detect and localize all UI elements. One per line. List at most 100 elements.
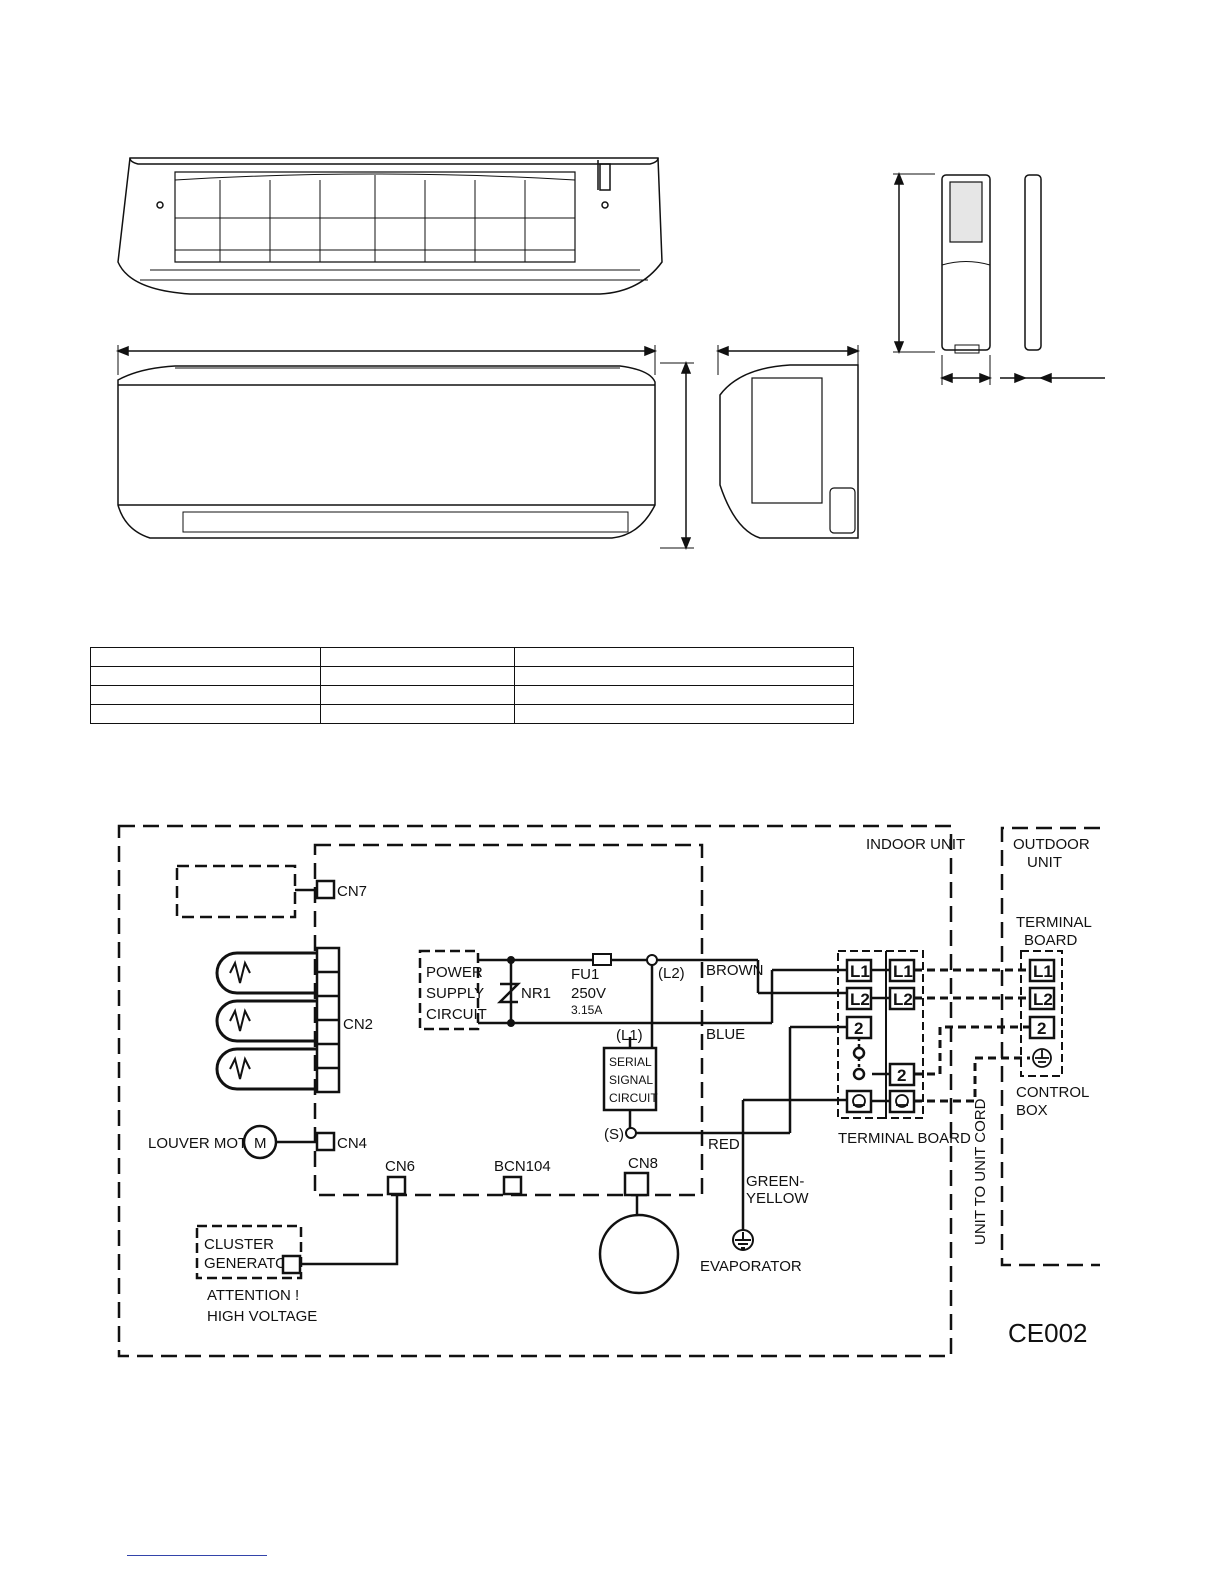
table-cell [514,704,854,724]
serial-label: SIGNAL [609,1073,653,1087]
bcn104-label: BCN104 [494,1158,551,1175]
motor-symbol: M [254,1135,267,1152]
cn2-connector [315,946,341,1094]
indoor-unit-label: INDOOR UNIT [866,836,965,853]
footer-link-underline[interactable] [127,1555,267,1556]
indoor-unit-front-view [115,345,694,551]
cn7-label: CN7 [337,883,367,900]
table-cell [514,666,854,686]
fu1-label: 250V [571,985,606,1002]
term-l1: L1 [850,962,870,981]
cn6-connector [386,1175,407,1196]
table-row [90,685,854,705]
table-cell [320,666,515,686]
term-2: 2 [897,1066,906,1085]
terminal-board-indoor [885,950,924,1119]
nr1-label: NR1 [521,985,551,1002]
cn6-label: CN6 [385,1158,415,1175]
red-label: RED [708,1136,740,1153]
node-l1-label: (L1) [616,1027,643,1044]
table-row [90,647,854,667]
cluster-generator [195,1224,303,1280]
indoor-unit-top-view [117,157,663,295]
term-2: 2 [854,1019,863,1038]
outdoor-unit-boundary [1000,826,1100,1267]
fuse-icon [592,953,612,966]
table-cell [320,704,515,724]
term-l2: L2 [1033,990,1053,1009]
indoor-unit-boundary [117,824,953,1358]
table-cell [320,685,515,705]
ground-icon [852,1094,909,1108]
table-cell [320,647,515,667]
table-cell [90,666,321,686]
term-l1: L1 [1033,962,1053,981]
outdoor-unit-label: OUTDOOR [1013,836,1090,853]
brown-label: BROWN [706,962,764,979]
power-supply-label: SUPPLY [426,985,484,1002]
bcn104-connector [502,1175,523,1196]
terminal-board-label: BOARD [1024,932,1078,949]
evaporator-label: EVAPORATOR [700,1258,802,1275]
nr1-icon [496,982,522,1004]
table-cell [90,647,321,667]
table-cell [90,704,321,724]
wiring-diagram: CN7 CN2 LOUVER MOTOR M CN4 [117,824,1100,1358]
control-box-label: CONTROL [1016,1084,1089,1101]
serial-label: SERIAL [609,1055,652,1069]
term-l1: L1 [893,962,913,981]
diagram-code: CE002 [1008,1318,1088,1348]
term-l2: L2 [850,990,870,1009]
terminal-board-label: TERMINAL [1016,914,1092,931]
table-row [90,666,854,686]
fu1-label: FU1 [571,966,599,983]
louver-motor-label: LOUVER MOTOR [148,1135,270,1152]
node-l2 [646,954,658,966]
blue-label: BLUE [706,1026,745,1043]
terminal-board-label: TERMINAL BOARD [838,1130,971,1147]
power-supply-label: POWER [426,964,483,981]
thermistor-icon [215,999,317,1043]
cn7-connector [315,879,336,900]
thermistor-icon [215,1047,317,1091]
green-yellow-label: GREEN- [746,1173,804,1190]
node-s-label: (S) [604,1126,624,1143]
fan-motor-icon [598,1213,680,1295]
control-box-label: BOX [1016,1102,1048,1119]
serial-signal-circuit [602,1046,658,1112]
cluster-label: GENERATOR [204,1255,298,1272]
terminal-board-outdoor [1020,950,1063,1077]
serial-label: CIRCUIT [609,1091,658,1105]
cn4-label: CN4 [337,1135,367,1152]
power-supply-label: CIRCUIT [426,1006,487,1023]
cn8-connector [623,1171,650,1197]
table-cell [90,685,321,705]
thermistor-icon [215,951,317,995]
term-2: 2 [1037,1019,1046,1038]
pcb-boundary [313,843,704,1197]
terminal-board-indoor [837,950,887,1119]
fu1-label: 3.15A [571,1003,602,1017]
node-l2-label: (L2) [658,965,685,982]
sensor-box [175,864,297,919]
green-yellow-label: YELLOW [746,1190,809,1207]
table-row [90,704,854,724]
ground-icon [1032,1048,1052,1068]
outdoor-unit-label: UNIT [1027,854,1062,871]
indoor-unit-side-view [715,345,861,539]
table-cell [514,685,854,705]
specs-table [90,647,854,724]
remote-controller-view [893,171,1105,385]
power-supply-circuit [418,949,480,1031]
cn8-label: CN8 [628,1155,658,1172]
unit-to-unit-cord-label: UNIT TO UNIT CORD [972,1098,989,1245]
attention-label: HIGH VOLTAGE [207,1308,317,1325]
attention-label: ATTENTION ! [207,1287,299,1304]
table-cell [514,647,854,667]
node-s [625,1127,637,1139]
ground-icon [735,1232,751,1249]
term-l2: L2 [893,990,913,1009]
cn2-label: CN2 [343,1016,373,1033]
cn4-connector [315,1131,336,1152]
